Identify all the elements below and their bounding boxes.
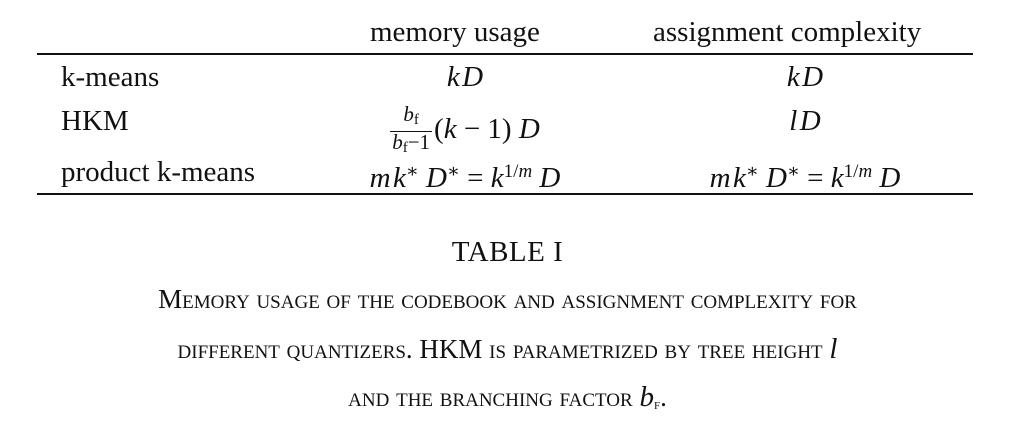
table-caption-line-2: different quantizers. HKM is parametrize… (0, 333, 1015, 366)
hkm-assignment-cell: l D (789, 105, 821, 137)
row-label-product-kmeans: product k-means (61, 156, 256, 188)
caption-branching-sub: f (653, 397, 661, 413)
caption-line-2-text: different quantizers. HKM is parametrize… (177, 334, 830, 364)
kmeans-assignment-cell: k D (786, 61, 824, 93)
header-assignment-complexity: assignment complexity (653, 16, 922, 48)
table-bottom-rule (37, 193, 973, 195)
branching-fraction: bf bf−1 (390, 104, 433, 159)
row-label-kmeans: k-means (61, 61, 160, 93)
caption-branching-var: b (639, 381, 654, 413)
caption-tree-height-var: l (829, 333, 838, 365)
caption-line-3-end: . (660, 382, 667, 412)
hkm-memory-cell: bf bf−1 (k − 1) D (315, 104, 615, 159)
kmeans-memory-cell: k D (446, 61, 484, 93)
table-caption-title: TABLE I (451, 236, 564, 268)
table-top-rule (37, 53, 973, 55)
header-memory-usage: memory usage (370, 16, 540, 48)
table-caption-line-1: Memory usage of the codebook and assignm… (158, 284, 857, 314)
row-label-hkm: HKM (61, 105, 129, 137)
table-caption-line-3: and the branching factor bf. (0, 381, 1015, 414)
caption-line-3-text: and the branching factor (348, 382, 640, 412)
product-kmeans-assignment-cell: m k∗ D∗ = k1/m D (709, 161, 901, 194)
product-kmeans-memory-cell: m k∗ D∗ = k1/m D (369, 161, 561, 194)
